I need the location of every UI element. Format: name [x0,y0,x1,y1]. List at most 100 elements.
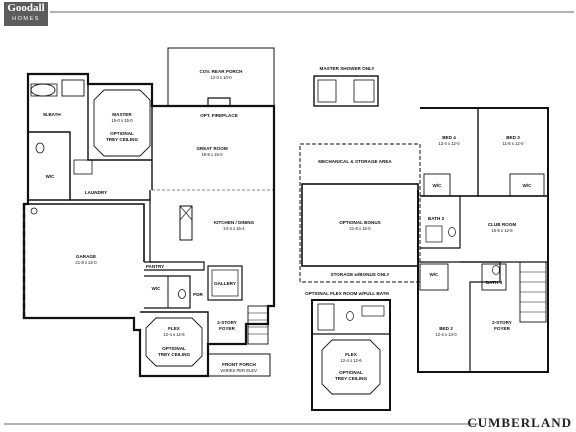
gallery-label: GALLERY [214,281,236,286]
fireplace-label: OPT. FIREPLACE [200,113,238,118]
great-room-dims: 19-8 x 15-0 [201,152,223,157]
first-floor-outer-walls [22,72,276,378]
first-floor-plan [22,47,276,378]
shower-inset-outline [313,75,379,107]
bed3-dims: 11-8 x 12-0 [503,141,525,146]
flex-note-1: OPTIONAL [162,346,186,351]
shower-shape [61,79,85,97]
opt-flex-trey-ceiling [321,339,381,395]
opt-flex-title: OPTIONAL FLEX ROOM w/FULL BATH [305,291,389,296]
bath2-toilet [448,227,456,237]
bed2-wall [418,261,501,372]
shower-inset-stall-2 [353,79,375,103]
bath3-room [481,263,507,291]
bed2-wic [419,263,449,291]
bath2-wall [420,195,461,249]
front-porch-note: VARIES PER ELEV. [220,368,257,373]
front-porch-outline [207,353,271,377]
bed4-label: BED 4 [442,135,456,140]
wc-pdr-wall [144,275,191,309]
gallery-room [207,265,243,301]
bath3-label: BATH 3 [486,280,503,285]
laundry-label: LAUNDRY [85,190,107,195]
opt-flex-shower [317,303,335,331]
flex-note-2: TREY CEILING [158,352,191,357]
brand-name: Goodall [7,2,45,14]
upper-foyer-label-1: 2-STORY [492,320,512,325]
master-trey-ceiling [93,89,151,157]
bonus-label: OPTIONAL BONUS [339,220,381,225]
bed2-label: BED 2 [439,326,453,331]
rear-porch-label: COV. REAR PORCH [200,69,244,74]
flex-dims: 12-4 x 12-6 [163,332,185,337]
bath2-tub [425,225,443,243]
gallery-inner [211,269,239,297]
bed4-dims: 12-4 x 12-0 [438,141,460,146]
club-room-wall [460,195,549,263]
master-wic-label: W/C [46,174,56,179]
opt-flex-note-2: TREY CEILING [335,376,368,381]
garage-wall [28,203,145,262]
bed2-wic-label: W/C [430,272,440,277]
opt-flex-label: FLEX [345,352,358,357]
master-bath-label: M.BATH [43,112,61,117]
master-bath-wall [28,131,71,201]
kitchen-dims: 24-4 x 15-4 [223,226,245,231]
tub-shape [30,83,56,97]
laundry-wall [70,190,151,201]
club-room-dims: 15-5 x 12-8 [491,228,513,233]
upper-foyer-label-2: FOYER [494,326,511,331]
brand-logo: Goodall HOMES [4,2,48,26]
great-room-label: GREAT ROOM [196,146,227,151]
bed4-wic-label: W/C [433,183,443,188]
foyer-label-2: FOYER [219,326,236,331]
optional-flex-room-plan [311,299,391,411]
wc-label: W/C [152,286,162,291]
second-floor-outer-walls [417,107,549,373]
mechanical-area [299,143,421,283]
pantry-label: PANTRY [146,264,164,269]
master-label: MASTER [112,112,132,117]
garage-dims: 21-8 x 22-0 [75,260,97,265]
second-floor-labels: MECHANICAL & STORAGE AREA BED 4 12-4 x 1… [318,135,532,337]
bed3-label: BED 3 [506,135,520,140]
opt-flex-toilet [346,311,354,321]
bonus-dims: 21-8 x 15-0 [349,226,371,231]
master-shower-inset: MASTER SHOWER ONLY [313,66,379,107]
kitchen-label: KITCHEN / DINING [214,220,255,225]
flex-wall [140,311,209,344]
plan-name: CUMBERLAND [467,415,572,430]
front-porch-label: FRONT PORCH [222,362,256,367]
optional-flex-labels: OPTIONAL FLEX ROOM w/FULL BATH FLEX 12-4… [305,291,389,381]
club-room-label: CLUB ROOM [488,222,516,227]
kitchen-counter [149,200,160,263]
master-note-1: OPTIONAL [110,131,134,136]
flex-label: FLEX [168,326,181,331]
kitchen-island [179,205,193,241]
opt-flex-outer-walls [311,299,391,411]
storage-label: STORAGE w/BONUS ONLY [331,272,390,277]
pdr-toilet [178,289,186,299]
foyer-label-1: 2-STORY [217,320,237,325]
fireplace-shape [207,97,231,106]
toilet-shape [35,142,45,154]
bath2-label: BATH 2 [428,216,445,221]
master-shower-title: MASTER SHOWER ONLY [320,66,375,71]
brand-sub: HOMES [12,16,40,22]
tub-deck [30,83,58,97]
pantry-wall [144,261,205,271]
first-floor-labels: COV. REAR PORCH 12-0 x 10-0 OPT. FIREPLA… [43,69,258,373]
second-floor-plan [299,107,549,373]
water-heater [30,207,38,215]
garage-label: GARAGE [76,254,96,259]
bed2-dims: 12-4 x 13-0 [435,332,457,337]
bed3-wic-label: W/C [523,183,533,188]
rear-porch-dims: 12-0 x 10-0 [210,75,232,80]
master-dims: 15-0 x 15-0 [111,118,133,123]
opt-flex-dims: 12-4 x 12-6 [340,358,362,363]
foyer-stairs [247,305,269,345]
master-note-2: TREY CEILING [106,137,139,142]
flex-trey-ceiling [145,317,203,367]
opt-flex-vanity [361,305,385,317]
